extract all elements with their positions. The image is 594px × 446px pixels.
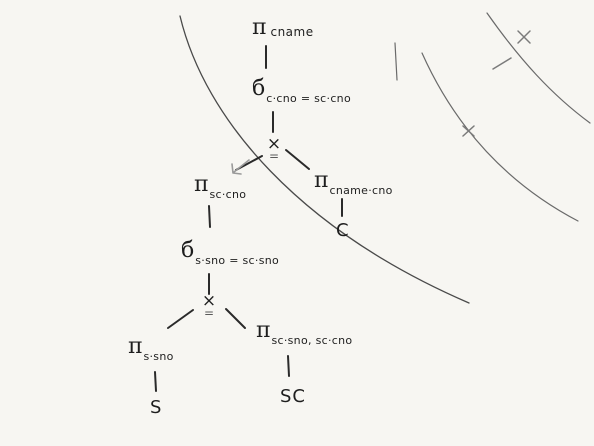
selection-s-sno-eq-sc-sno: бs·sno = sc·sno xyxy=(181,238,280,267)
projection-sc-sno-sc-cno: πsc·sno, sc·cno xyxy=(256,318,353,347)
arc-middle xyxy=(421,52,579,222)
cross-mark-right xyxy=(517,30,531,44)
pi-symbol: π xyxy=(128,334,143,359)
cartesian-product-top: × = xyxy=(264,134,284,163)
edge-cross-to-pi-sc-sno xyxy=(225,308,246,329)
relation-c: C xyxy=(336,220,350,241)
projection-sc-sno-cno-attr: sc·sno, sc·cno xyxy=(271,334,353,347)
projection-s-sno: πs·sno xyxy=(128,334,174,363)
cross-mark-right-stroke xyxy=(492,57,512,70)
edge-cross-to-pi-cname xyxy=(285,149,310,170)
relation-s: S xyxy=(150,397,163,418)
pointer-arrow xyxy=(233,159,250,173)
selection-mid-condition: s·sno = sc·sno xyxy=(195,254,280,267)
projection-s-sno-attr: s·sno xyxy=(143,350,174,363)
pi-symbol: π xyxy=(194,172,209,197)
projection-cname-cno-attr: cname·cno xyxy=(329,184,393,197)
cross-bottom-mark: = xyxy=(203,306,215,320)
cross-symbol-bottom: × xyxy=(201,291,217,311)
selection-top-condition: c·cno = sc·cno xyxy=(266,92,351,105)
sigma-symbol: б xyxy=(252,76,266,101)
selection-c-cno-eq-sc-cno: бc·cno = sc·cno xyxy=(252,76,351,105)
edge-pi-sc-to-sigma xyxy=(208,205,211,228)
cross-top-mark: = xyxy=(268,149,280,163)
small-vertical-stroke xyxy=(394,42,398,81)
cartesian-product-bottom: × = xyxy=(199,291,219,320)
projection-cname-cno: πcname·cno xyxy=(314,168,393,197)
pointer-arrow-head xyxy=(231,163,242,175)
arc-large xyxy=(179,15,470,304)
pi-symbol: π xyxy=(252,15,267,40)
projection-sc-cno: πsc·cno xyxy=(194,172,247,201)
cross-symbol-top: × xyxy=(266,134,282,154)
arc-outer xyxy=(486,12,591,124)
projection-sc-cno-attr: sc·cno xyxy=(209,188,247,201)
pi-symbol: π xyxy=(256,318,271,343)
relation-sc: SC xyxy=(280,386,306,407)
projection-cname-attr: cname xyxy=(270,25,314,39)
pi-symbol: π xyxy=(314,168,329,193)
sigma-symbol: б xyxy=(181,238,195,263)
edge-pi-sc-sno-to-sc xyxy=(287,355,290,377)
edge-pi-s-to-s xyxy=(154,371,157,392)
edge-cross-to-pi-s xyxy=(167,309,194,329)
cross-mark-left xyxy=(462,125,475,137)
